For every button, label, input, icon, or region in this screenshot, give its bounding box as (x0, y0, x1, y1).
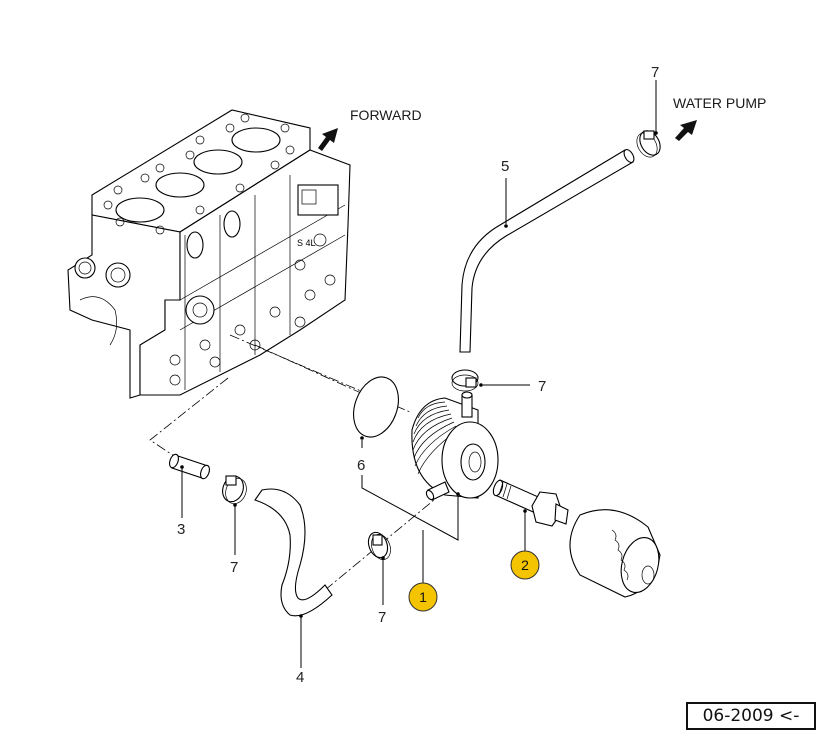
callout-4: 4 (296, 669, 304, 686)
oil-filter (569, 509, 661, 598)
badge-2-label: 2 (521, 557, 529, 573)
callout-6: 6 (357, 457, 365, 474)
callout-7-top: 7 (651, 64, 659, 81)
callout-7-left: 7 (230, 559, 238, 576)
callout-3: 3 (177, 521, 185, 538)
water-pump-label: WATER PUMP (673, 95, 766, 111)
hose-fitting (168, 453, 211, 480)
callout-7-mid: 7 (538, 378, 546, 395)
svg-text:S 4L: S 4L (297, 238, 316, 248)
badge-2-circle (510, 550, 540, 580)
callout-7-bottom: 7 (378, 609, 386, 626)
badge-1-label: 1 (419, 589, 427, 605)
badge-1[interactable]: 1 (408, 582, 438, 612)
engine-block: S 4L (67, 109, 351, 399)
oil-cooler (411, 391, 499, 501)
water-pump-direction-indicator: WATER PUMP (673, 95, 766, 141)
lower-coolant-hose (254, 488, 333, 617)
connector-bolt (492, 479, 569, 527)
hose-clamp-left (222, 475, 247, 505)
hose-clamp-top (636, 130, 661, 158)
o-ring (353, 376, 399, 438)
leader-lines (180, 80, 658, 668)
revision-link[interactable]: 06-2009 <- (686, 702, 816, 730)
upper-coolant-hose (459, 149, 635, 353)
forward-arrow-icon (318, 128, 338, 151)
forward-label: FORWARD (350, 107, 422, 123)
badge-2[interactable]: 2 (510, 550, 540, 580)
water-pump-arrow-icon (675, 120, 697, 141)
callout-5: 5 (501, 158, 509, 175)
hose-clamp-middle (451, 369, 479, 392)
hose-clamp-bottom (367, 531, 391, 560)
forward-direction-indicator: FORWARD (318, 107, 422, 151)
badge-1-circle (408, 582, 438, 612)
